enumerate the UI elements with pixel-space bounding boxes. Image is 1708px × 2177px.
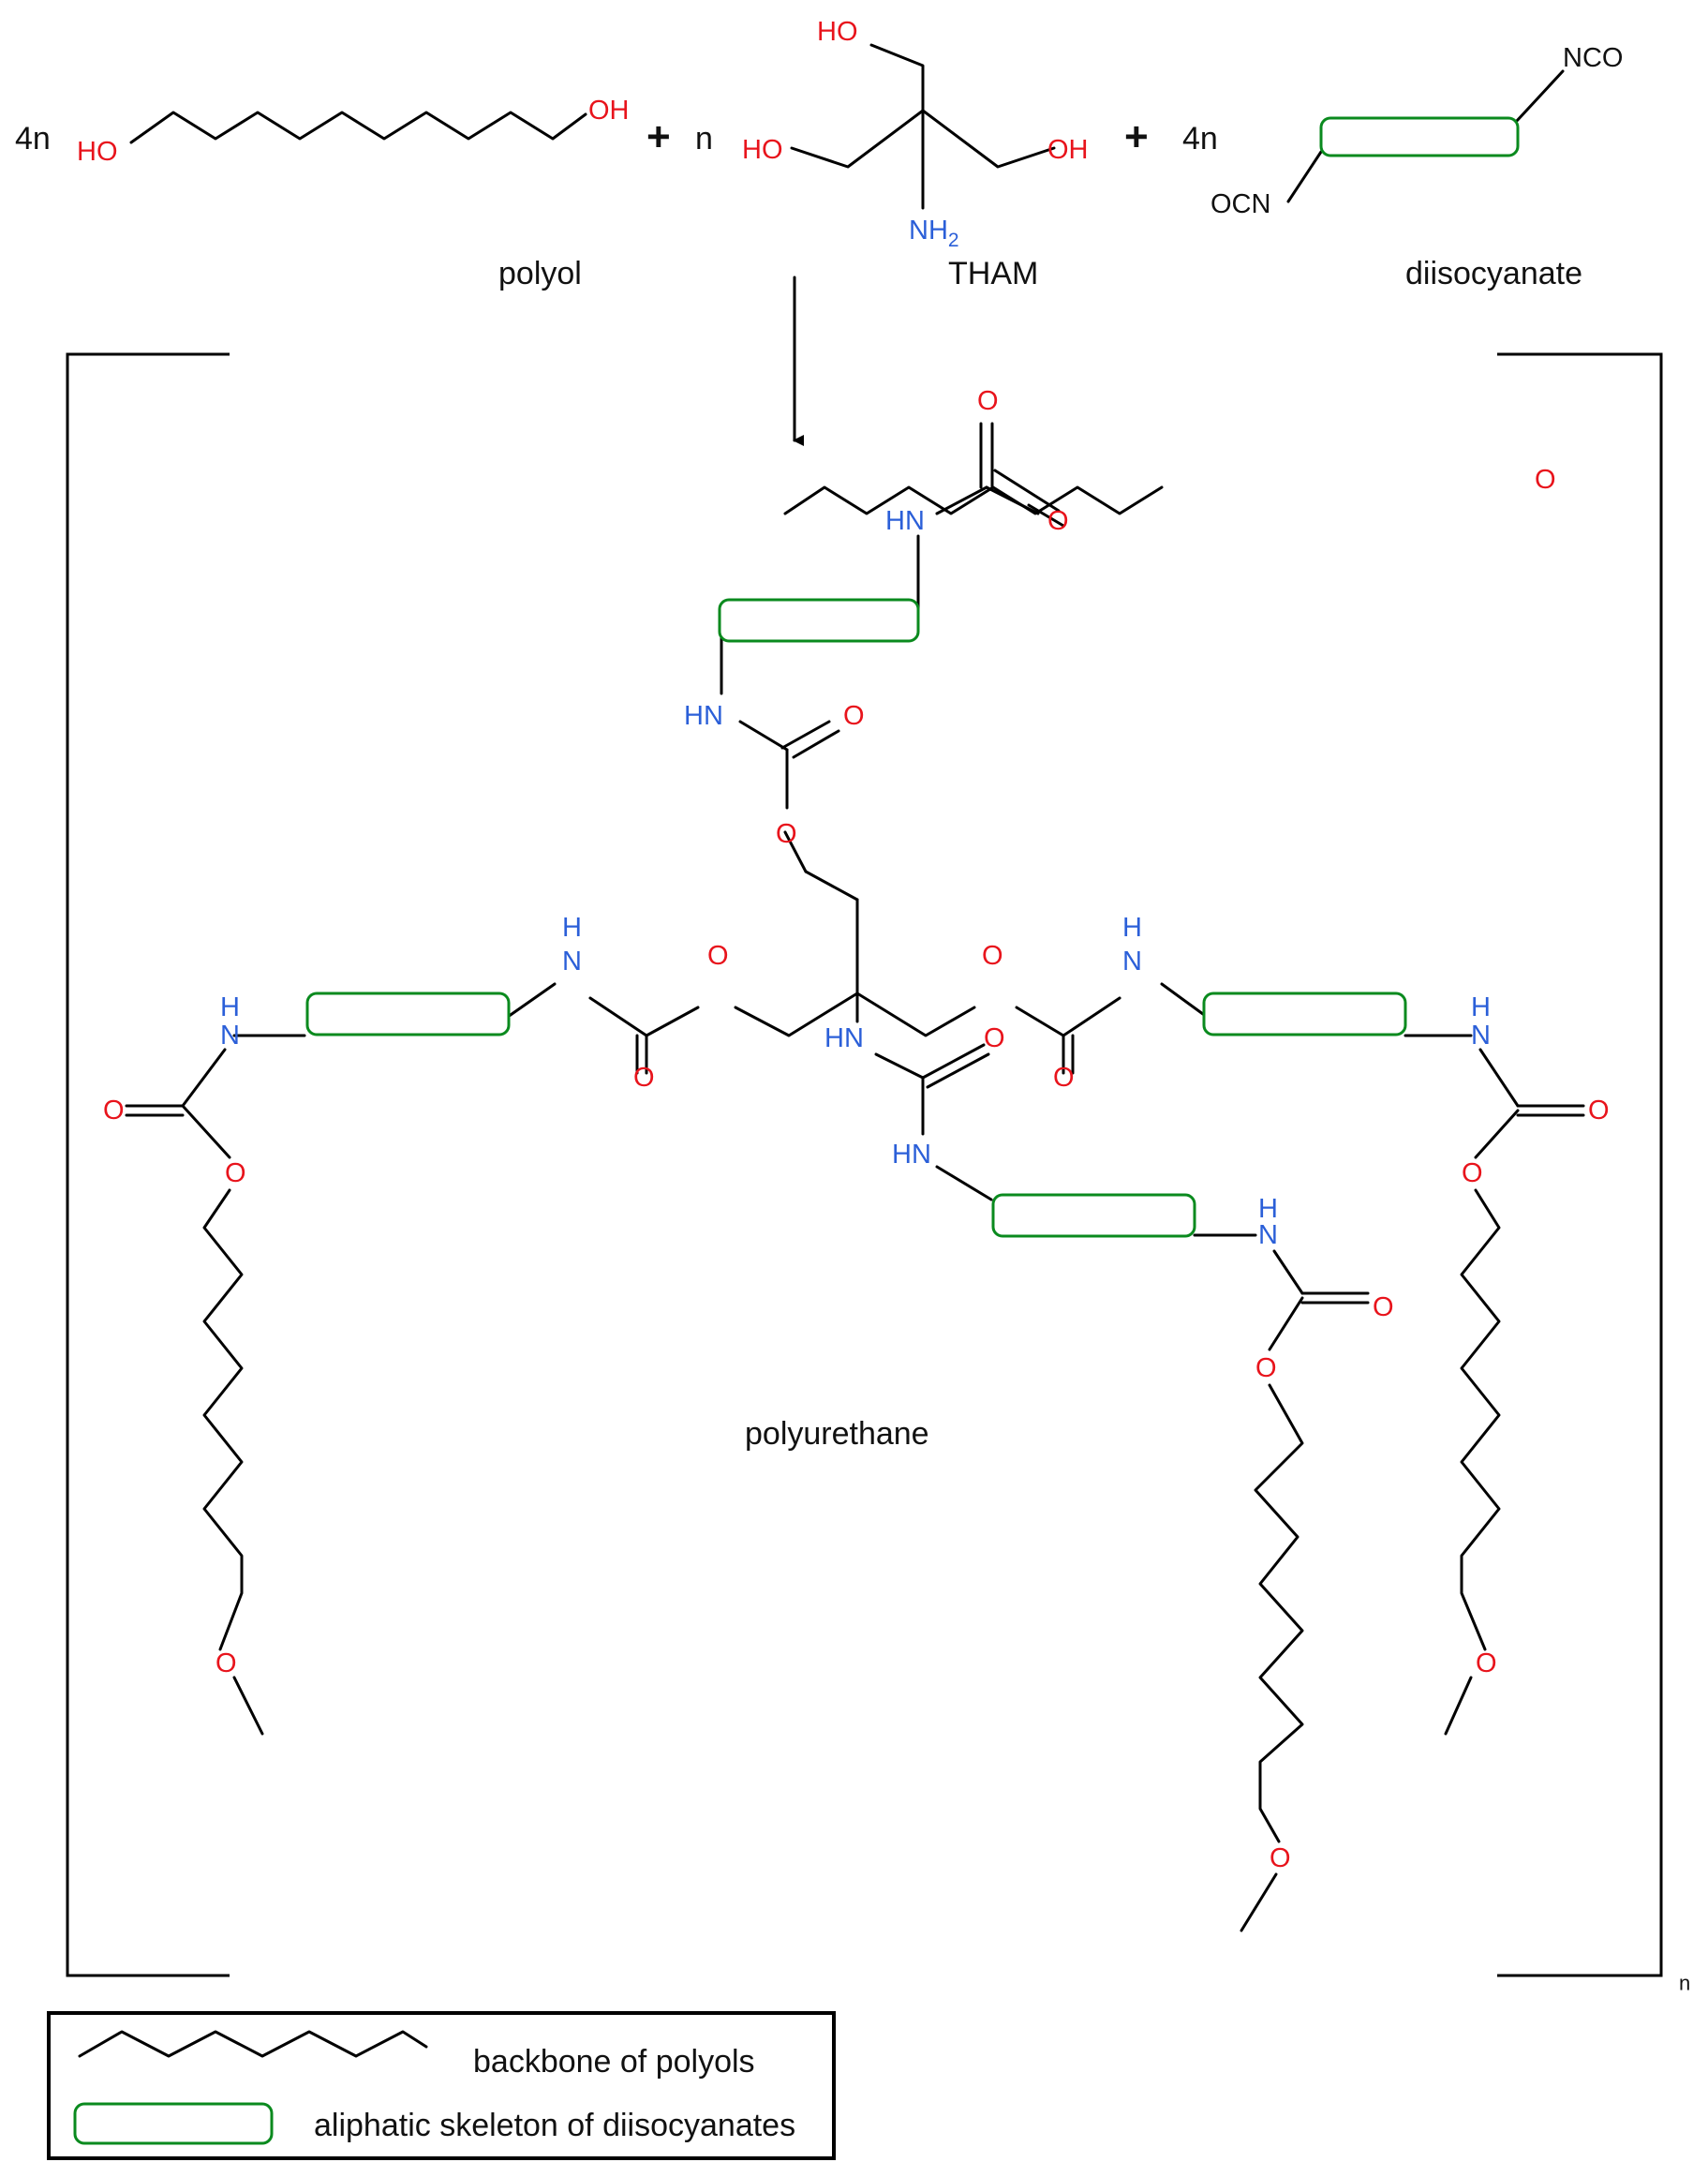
skeleton-left (305, 992, 511, 1036)
diisocyanate-molecule: NCO OCN (1210, 43, 1623, 219)
carbonyl-o-left: O (633, 1063, 655, 1093)
urethane-nh-upper: HN (684, 701, 723, 731)
diisocyanate-label: diisocyanate (1405, 256, 1582, 291)
urethane-h-right: H (1122, 913, 1142, 943)
ester-o-top: O (1047, 506, 1069, 536)
polyol-label: polyol (498, 256, 582, 291)
repeat-subscript: n (1679, 1972, 1690, 1995)
chain-o-left: O (215, 1648, 237, 1678)
urethane-h-bottom: H (1258, 1194, 1278, 1224)
ester-o-far-right: O (1462, 1158, 1483, 1188)
skeleton-symbol (73, 2102, 274, 2145)
tham-molecule: HO HO OH NH2 (742, 17, 1089, 251)
urethane-n-far-right: N (1471, 1021, 1491, 1051)
repeat-unit-brackets: n (66, 352, 1690, 1995)
urethane-n-left: N (562, 947, 582, 977)
carbonyl-o-upper: O (843, 701, 865, 731)
urethane-h-left: H (562, 913, 582, 943)
tham-hydroxyl-top: HO (817, 17, 858, 47)
legend-skeleton-label: aliphatic skeleton of diisocyanates (314, 2108, 795, 2143)
product-label: polyurethane (745, 1416, 929, 1452)
isocyanate-group-right: NCO (1563, 43, 1623, 73)
polyol-molecule: HO OH (77, 96, 630, 167)
urethane-nh-top: HN (885, 506, 925, 536)
urethane-n-far-left: N (220, 1021, 240, 1051)
ester-o-bottom: O (1255, 1353, 1277, 1383)
tham-label: THAM (948, 256, 1038, 291)
left-bracket (66, 352, 230, 1977)
backbone-symbol (78, 2030, 428, 2058)
polyol-hydroxyl-left: HO (77, 137, 118, 167)
urethane-n-bottom: N (1258, 1220, 1278, 1250)
plus-sign-2: + (1124, 114, 1149, 160)
urethane-n-right: N (1122, 947, 1142, 977)
carbonyl-o-far-right: O (1588, 1096, 1610, 1126)
tham-hydroxyl-right: OH (1047, 135, 1089, 165)
ester-o-left: O (707, 941, 729, 971)
chain-o-bottom: O (1270, 1843, 1291, 1873)
tham-amine: NH2 (909, 216, 959, 251)
urea-carbonyl-o: O (984, 1023, 1005, 1053)
carbonyl-o-bottom: O (1373, 1292, 1394, 1322)
diisocyanate-skeleton (1319, 116, 1520, 157)
tham-hydroxyl-left: HO (742, 135, 783, 165)
diisocyanate-coefficient: 4n (1182, 121, 1218, 157)
skeleton-right (1202, 992, 1407, 1036)
product-skeletons (305, 598, 1407, 1238)
skeleton-top (718, 598, 920, 643)
polyol-hydroxyl-right: OH (588, 96, 630, 126)
urea-nh-core: HN (824, 1023, 864, 1053)
legend: backbone of polyols aliphatic skeleton o… (47, 2011, 836, 2160)
polyurethane-bonds (125, 422, 1585, 1932)
polyurethane-atoms: O HN O O HN O O O H N O H N O O O O H N … (103, 386, 1610, 1873)
ester-o-right: O (982, 941, 1003, 971)
ester-o-far-left: O (225, 1158, 246, 1188)
skeleton-bottom (991, 1193, 1196, 1238)
urethane-h-far-right: H (1471, 992, 1491, 1022)
urethane-h-far-left: H (220, 992, 240, 1022)
chain-o-top: O (1535, 465, 1556, 495)
urea-nh-lower: HN (892, 1140, 931, 1170)
plus-sign-1: + (646, 114, 671, 160)
carbonyl-o-right: O (1053, 1063, 1075, 1093)
tham-coefficient: n (695, 121, 713, 157)
carbonyl-o-far-left: O (103, 1096, 125, 1126)
ester-o-upper: O (776, 819, 797, 849)
right-bracket (1497, 352, 1663, 1977)
isocyanate-group-left: OCN (1210, 189, 1270, 219)
legend-backbone-label: backbone of polyols (473, 2044, 755, 2080)
polyol-coefficient: 4n (15, 121, 51, 157)
chain-o-right: O (1476, 1648, 1497, 1678)
reactants-row: 4n HO OH polyol + n HO HO OH NH2 THAM + … (15, 17, 1623, 291)
carbonyl-o-top: O (977, 386, 999, 416)
